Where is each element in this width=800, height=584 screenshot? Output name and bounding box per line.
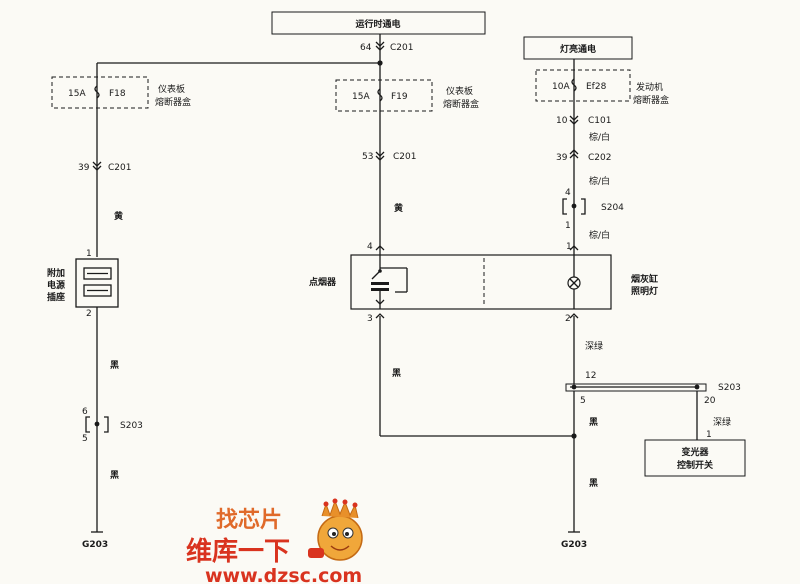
connector-c101: 10 C101 bbox=[556, 115, 611, 126]
svg-text:39: 39 bbox=[78, 163, 90, 173]
svg-text:20: 20 bbox=[704, 396, 716, 406]
svg-text:12: 12 bbox=[585, 371, 596, 381]
splice-s204: 4 1 S204 bbox=[562, 188, 624, 231]
fuse-f19: 15A F19 仪表板 熔断器盒 bbox=[335, 79, 479, 112]
svg-text:附加: 附加 bbox=[47, 267, 65, 279]
svg-text:3: 3 bbox=[367, 314, 373, 324]
light-power-label: 灯亮通电 bbox=[560, 43, 596, 55]
run-power-label: 运行时通电 bbox=[355, 18, 400, 30]
svg-text:1: 1 bbox=[86, 249, 92, 259]
svg-text:C101: C101 bbox=[588, 116, 611, 126]
svg-text:53: 53 bbox=[362, 152, 373, 162]
wire-color-dark-green-1: 深绿 bbox=[585, 340, 603, 352]
mascot-icon bbox=[308, 498, 363, 561]
svg-text:仪表板: 仪表板 bbox=[158, 83, 185, 95]
svg-text:C202: C202 bbox=[588, 153, 611, 163]
svg-text:S203: S203 bbox=[718, 383, 741, 393]
svg-text:2: 2 bbox=[565, 314, 571, 324]
connector-c201-left: 39 C201 bbox=[78, 161, 131, 173]
svg-text:熔断器盒: 熔断器盒 bbox=[633, 94, 669, 106]
wire-color-brown-white-2: 棕/白 bbox=[589, 175, 610, 187]
svg-text:64: 64 bbox=[360, 43, 372, 53]
svg-text:www.dzsc.com: www.dzsc.com bbox=[205, 565, 362, 584]
svg-text:找芯片: 找芯片 bbox=[216, 508, 282, 533]
svg-text:仪表板: 仪表板 bbox=[446, 85, 473, 97]
svg-text:4: 4 bbox=[367, 242, 373, 252]
svg-text:2: 2 bbox=[86, 309, 92, 319]
ground-right: G203 bbox=[561, 531, 587, 550]
wire-color-yellow-left: 黄 bbox=[114, 210, 123, 222]
fuse-ef28: 10A Ef28 发动机 熔断器盒 bbox=[535, 69, 669, 106]
svg-text:点烟器: 点烟器 bbox=[309, 276, 337, 288]
light-power-box bbox=[523, 36, 633, 60]
svg-text:控制开关: 控制开关 bbox=[677, 459, 713, 471]
svg-text:维库一下: 维库一下 bbox=[186, 536, 290, 567]
svg-text:1: 1 bbox=[566, 242, 572, 252]
fuse-f18: 15A F18 仪表板 熔断器盒 bbox=[51, 76, 191, 109]
ground-left: G203 bbox=[82, 531, 108, 550]
svg-text:15A: 15A bbox=[352, 92, 370, 102]
svg-text:烟灰缸: 烟灰缸 bbox=[631, 273, 658, 285]
svg-text:15A: 15A bbox=[68, 89, 86, 99]
wire-color-yellow-mid: 黄 bbox=[394, 202, 403, 214]
run-power-box bbox=[271, 11, 486, 35]
svg-text:4: 4 bbox=[565, 188, 571, 198]
splice-s203-right: 12 5 20 S203 bbox=[565, 371, 741, 406]
svg-text:10: 10 bbox=[556, 116, 568, 126]
aux-power-socket: 1 2 附加 电源 插座 bbox=[47, 249, 119, 319]
wire-color-black-mid: 黑 bbox=[392, 368, 401, 379]
svg-text:变光器: 变光器 bbox=[681, 446, 709, 458]
svg-text:插座: 插座 bbox=[47, 291, 65, 303]
svg-text:S204: S204 bbox=[601, 203, 624, 213]
dimmer-control-switch: 变光器 控制开关 1 bbox=[644, 430, 746, 477]
splice-s203-left: 6 5 S203 bbox=[82, 407, 143, 444]
connector-c201-mid: 53 C201 bbox=[362, 151, 416, 162]
connector-c202: 39 C202 bbox=[556, 149, 611, 163]
svg-text:1: 1 bbox=[565, 221, 571, 231]
svg-text:F19: F19 bbox=[391, 92, 408, 102]
svg-text:发动机: 发动机 bbox=[636, 81, 663, 93]
connector-c201-top: 64 C201 bbox=[360, 41, 413, 53]
svg-text:照明灯: 照明灯 bbox=[631, 285, 658, 297]
svg-text:G203: G203 bbox=[561, 540, 587, 550]
svg-text:C201: C201 bbox=[393, 152, 416, 162]
junction-dot bbox=[377, 60, 383, 66]
svg-text:熔断器盒: 熔断器盒 bbox=[155, 96, 191, 108]
svg-text:Ef28: Ef28 bbox=[586, 82, 607, 92]
svg-text:F18: F18 bbox=[109, 89, 126, 99]
svg-text:39: 39 bbox=[556, 153, 568, 163]
wire-color-black-right-2: 黑 bbox=[589, 478, 598, 489]
svg-text:S203: S203 bbox=[120, 421, 143, 431]
wire-color-brown-white-3: 棕/白 bbox=[589, 229, 610, 241]
svg-text:10A: 10A bbox=[552, 82, 570, 92]
cigarette-lighter: 4 3 点烟器 bbox=[309, 242, 408, 324]
svg-text:6: 6 bbox=[82, 407, 88, 417]
wire-color-brown-white-1: 棕/白 bbox=[589, 131, 610, 143]
ashtray-lamp: 1 2 烟灰缸 照明灯 bbox=[565, 242, 658, 324]
svg-text:5: 5 bbox=[82, 434, 88, 444]
wire-color-black-right-1: 黑 bbox=[589, 417, 598, 428]
svg-text:电源: 电源 bbox=[47, 279, 65, 291]
junction-dot bbox=[571, 433, 577, 439]
svg-text:熔断器盒: 熔断器盒 bbox=[443, 98, 479, 110]
svg-text:1: 1 bbox=[706, 430, 712, 440]
svg-text:C201: C201 bbox=[108, 163, 131, 173]
svg-text:G203: G203 bbox=[82, 540, 108, 550]
wire-color-dark-green-2: 深绿 bbox=[713, 416, 731, 428]
svg-text:5: 5 bbox=[580, 396, 586, 406]
watermark-logo: 找芯片 维库一下 www.dzsc.com bbox=[186, 498, 363, 584]
svg-text:C201: C201 bbox=[390, 43, 413, 53]
wire-color-black-left-1: 黑 bbox=[110, 360, 119, 371]
wire-color-black-left-2: 黑 bbox=[110, 470, 119, 481]
